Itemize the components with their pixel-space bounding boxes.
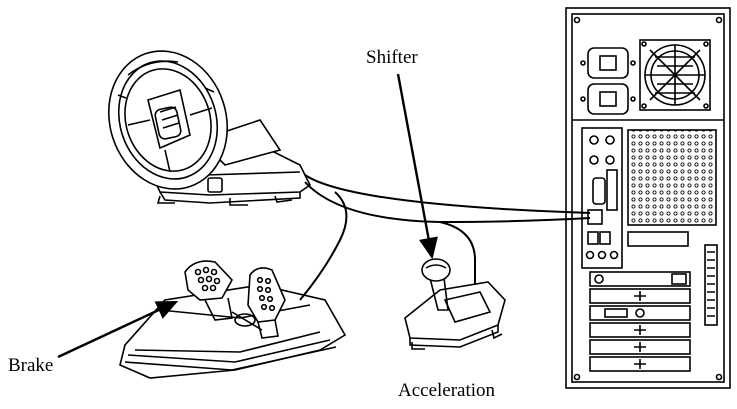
pedal-cable [299,191,348,301]
steering-wheel [107,50,312,206]
shifter-arrow [396,73,438,260]
brake-label: Brake [8,355,54,376]
cables [299,174,591,301]
usb-cable-shifter [304,181,591,224]
usb-cable-wheel [304,174,591,214]
arrows [57,73,438,359]
pedal-unit [119,260,347,379]
acceleration-label: Acceleration [398,380,496,401]
brake-arrow [57,300,179,359]
pc-tower [565,7,731,389]
shifter-cable [439,221,476,285]
shifter-unit [404,258,506,350]
shifter-label: Shifter [366,47,418,68]
